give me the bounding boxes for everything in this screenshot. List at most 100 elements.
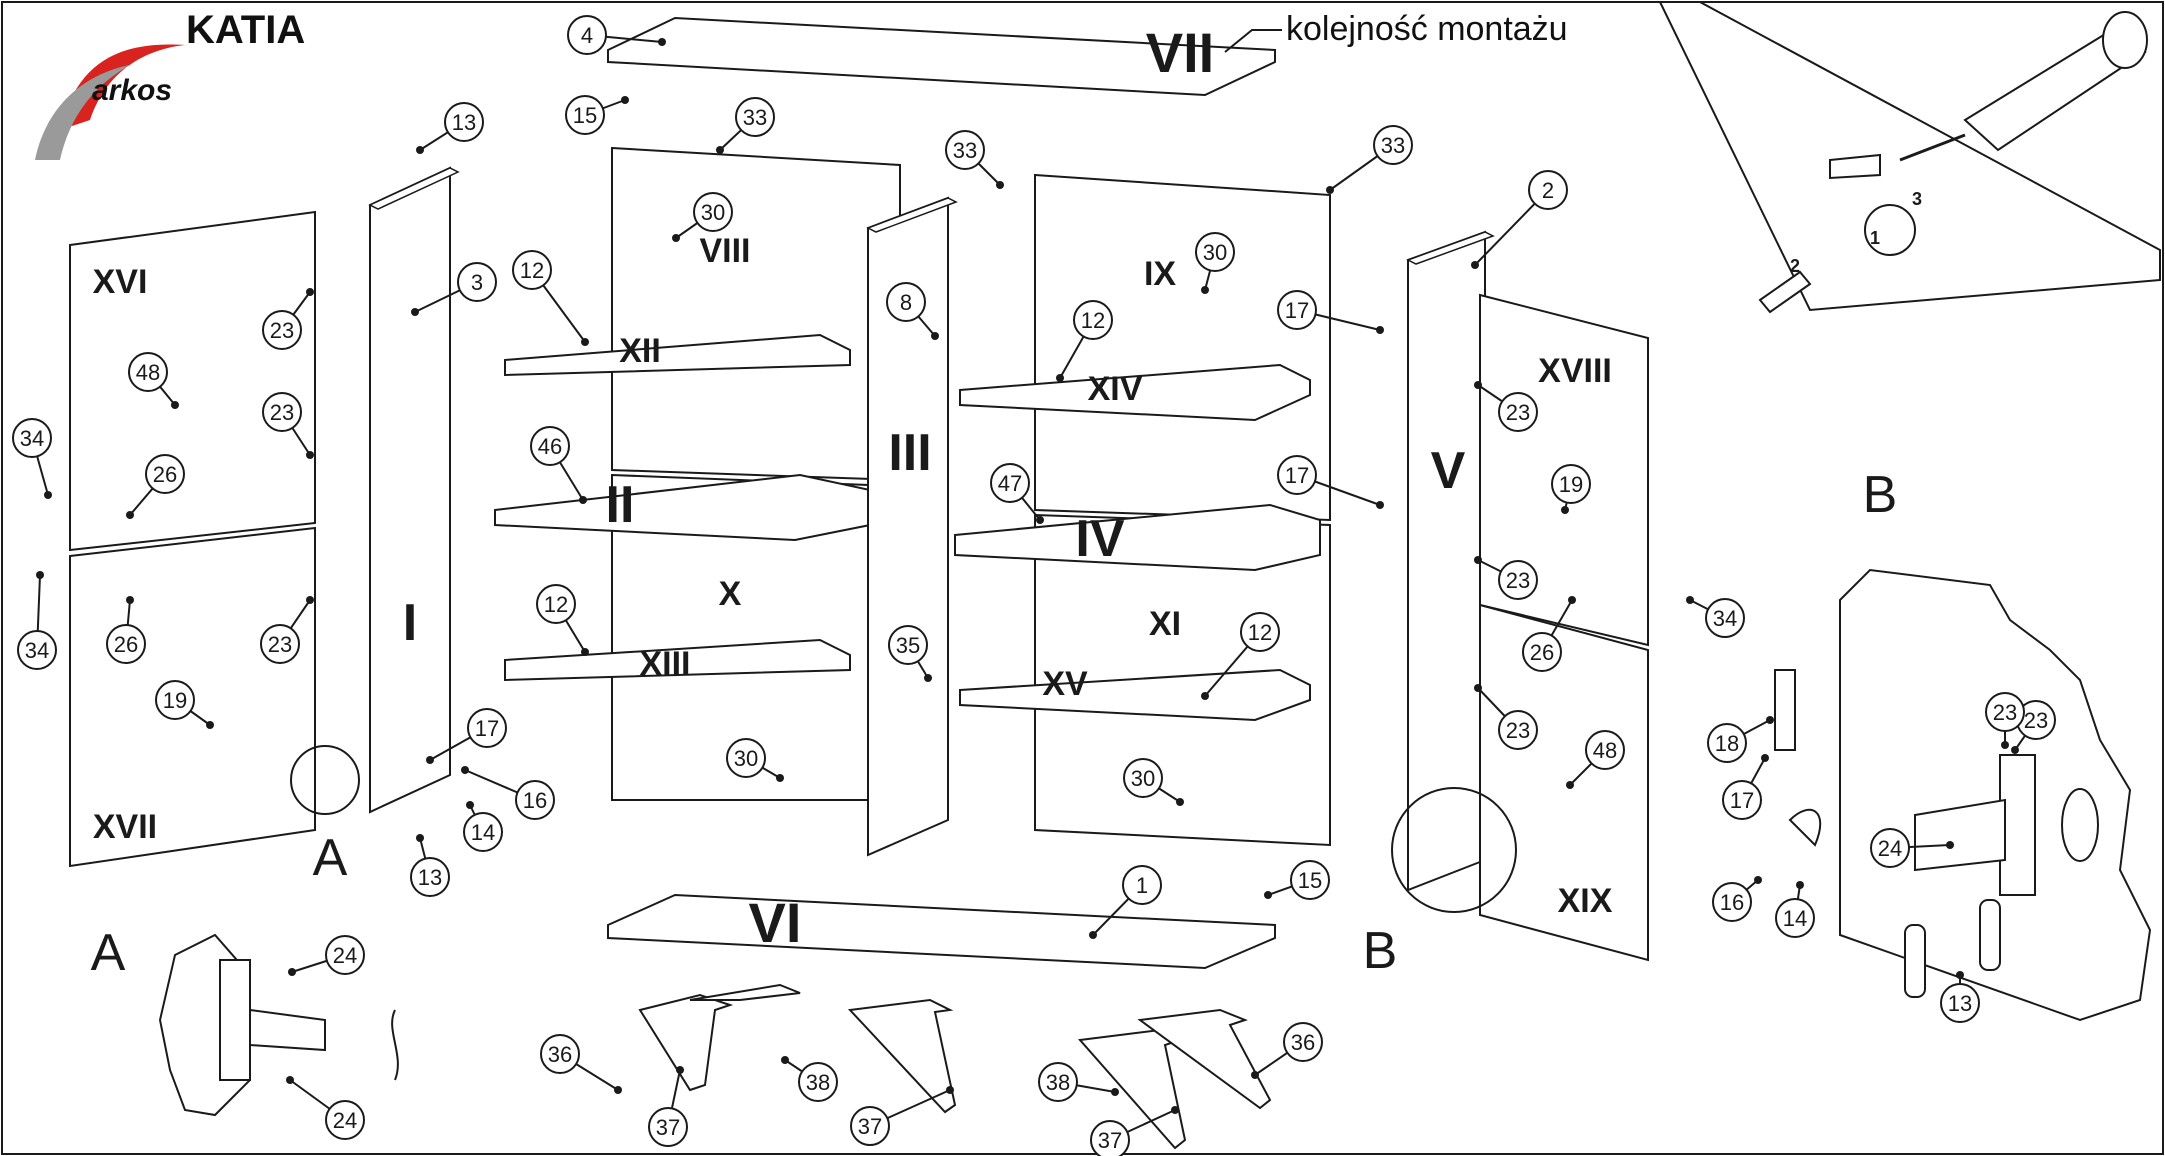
callout-part-36: 36: [540, 1034, 622, 1094]
callout-part-19: 19: [1551, 464, 1591, 514]
svg-text:12: 12: [544, 592, 568, 617]
callout-part-30: 30: [672, 192, 733, 242]
callout-part-33: 33: [716, 97, 775, 154]
svg-text:34: 34: [25, 638, 49, 663]
svg-text:14: 14: [1783, 906, 1807, 931]
callout-part-34: 34: [17, 571, 57, 670]
callout-part-17: 17: [1277, 455, 1384, 509]
svg-text:26: 26: [1530, 640, 1554, 665]
screw-step-1: 1: [1870, 228, 1880, 248]
svg-text:15: 15: [573, 103, 597, 128]
side-panel-v-top: [1406, 231, 1495, 265]
svg-text:26: 26: [114, 632, 138, 657]
detail-a-drawing: [158, 933, 399, 1117]
detail-label-b: B: [1863, 466, 1898, 524]
callout-part-24: 24: [1870, 828, 1954, 868]
callout-part-35: 35: [888, 625, 932, 682]
callout-part-23: 23: [1474, 556, 1538, 600]
svg-text:12: 12: [1248, 620, 1272, 645]
shelf-xv: [959, 668, 1311, 722]
callout-part-13: 13: [410, 834, 450, 897]
svg-text:38: 38: [1046, 1070, 1070, 1095]
panel-label-ii: II: [606, 476, 635, 534]
svg-text:24: 24: [333, 1108, 357, 1133]
svg-text:30: 30: [701, 200, 725, 225]
callout-part-15: 15: [565, 95, 629, 135]
panel-label-xiv: XIV: [1088, 370, 1143, 408]
callout-part-23: 23: [1985, 692, 2025, 749]
svg-text:23: 23: [2024, 708, 2048, 733]
leg-front-left: [638, 983, 801, 1092]
callout-part-30: 30: [726, 738, 784, 782]
panel-label-iii: III: [888, 424, 931, 482]
shelf-xiv: [959, 363, 1311, 422]
svg-text:3: 3: [471, 270, 483, 295]
callout-part-19: 19: [155, 680, 214, 729]
svg-text:36: 36: [548, 1042, 572, 1067]
door-xix: [1479, 603, 1649, 962]
callout-part-16: 16: [461, 766, 555, 820]
svg-text:17: 17: [475, 716, 499, 741]
svg-text:17: 17: [1730, 788, 1754, 813]
callout-part-38: 38: [781, 1056, 838, 1102]
svg-text:33: 33: [743, 105, 767, 130]
callout-part-34: 34: [1686, 596, 1745, 638]
svg-text:36: 36: [1291, 1030, 1315, 1055]
panel-label-xvii: XVII: [93, 808, 157, 846]
shelf-xii: [504, 333, 851, 377]
callout-part-12: 12: [536, 584, 589, 656]
panel-label-v: V: [1431, 442, 1466, 500]
panel-label-i: I: [403, 594, 417, 652]
svg-text:30: 30: [734, 746, 758, 771]
callout-part-12: 12: [1056, 300, 1113, 382]
detail-label-a: A: [313, 829, 348, 887]
leg-front-right: [847, 998, 957, 1114]
callout-part-15: 15: [1264, 860, 1330, 900]
callout-part-23: 23: [1474, 684, 1538, 750]
logo-swoosh-gray: [35, 65, 130, 160]
callout-part-17: 17: [1277, 290, 1384, 334]
svg-text:47: 47: [998, 471, 1022, 496]
shelf-iv: [954, 503, 1321, 572]
callout-part-18: 18: [1707, 716, 1774, 763]
callout-part-12: 12: [512, 250, 589, 346]
svg-text:18: 18: [1715, 731, 1739, 756]
logo-swoosh-red: [60, 44, 185, 130]
callout-part-34: 34: [12, 418, 52, 499]
svg-text:37: 37: [858, 1114, 882, 1139]
svg-text:24: 24: [333, 943, 357, 968]
svg-text:34: 34: [1713, 606, 1737, 631]
panel-label-vi: VI: [749, 891, 802, 954]
svg-text:33: 33: [953, 138, 977, 163]
callout-part-37: 37: [648, 1066, 688, 1147]
callout-part-23: 23: [260, 596, 314, 664]
callout-part-23: 23: [262, 392, 314, 459]
panel-label-xi: XI: [1149, 605, 1181, 643]
callout-part-14: 14: [1775, 881, 1815, 938]
callout-part-26: 26: [1522, 596, 1576, 672]
shelf-xiii: [504, 638, 851, 682]
panel-label-xviii: XVIII: [1538, 352, 1612, 390]
callout-part-48: 48: [128, 352, 179, 409]
svg-text:19: 19: [1559, 472, 1583, 497]
svg-text:17: 17: [1285, 298, 1309, 323]
screw-step-2: 2: [1790, 256, 1800, 276]
panel-label-x: X: [719, 575, 742, 613]
top-panel-vii: [607, 16, 1276, 97]
svg-text:23: 23: [1506, 718, 1530, 743]
svg-text:46: 46: [538, 434, 562, 459]
callout-part-26: 26: [126, 454, 185, 519]
leg-back-right: [1137, 1008, 1272, 1110]
callout-part-12: 12: [1201, 612, 1280, 700]
svg-text:16: 16: [1720, 890, 1744, 915]
callout-part-26: 26: [106, 596, 146, 664]
detail-b-marker: [1391, 787, 1517, 913]
svg-text:23: 23: [270, 318, 294, 343]
detail-label-b: B: [1363, 922, 1398, 980]
side-panel-i: [369, 166, 451, 814]
panel-label-xv: XV: [1042, 665, 1088, 703]
back-panel-viii: [611, 146, 901, 482]
side-panel-i-top: [368, 167, 460, 210]
svg-text:30: 30: [1131, 766, 1155, 791]
